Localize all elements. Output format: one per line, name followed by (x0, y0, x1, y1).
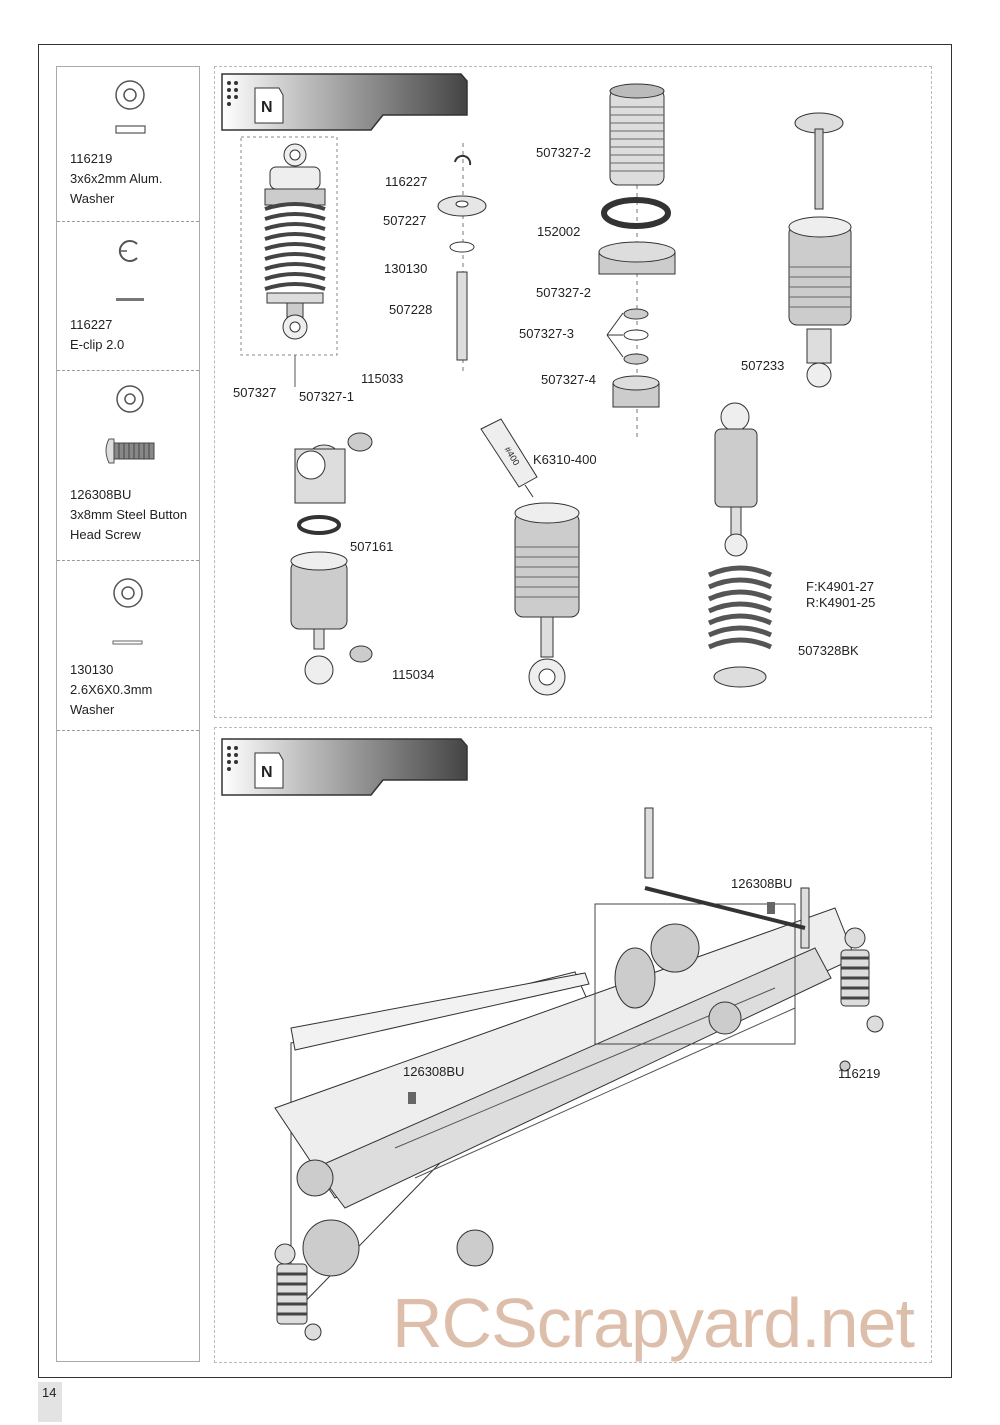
part-label: 507227 (383, 213, 427, 228)
page-number: 14 (38, 1382, 62, 1422)
part-cell-126308BU: 126308BU 3x8mm Steel Button Head Screw (57, 371, 199, 561)
part-number: 130130 (70, 662, 114, 677)
part-label: 507327-2 (536, 145, 591, 160)
page-frame (38, 44, 952, 1378)
part-label: 507327 (233, 385, 277, 400)
part-label: K6310-400 (533, 452, 597, 467)
part-number: 116219 (70, 151, 113, 166)
part-cell-130130: 130130 2.6X6X0.3mm Washer (57, 561, 199, 731)
part-desc: Washer (70, 191, 115, 206)
part-label: 130130 (384, 261, 428, 276)
chassis-drawing (274, 807, 884, 1341)
washer-icon (112, 578, 143, 645)
part-cell-116219: 116219 3x6x2mm Alum. Washer (57, 67, 199, 222)
part-desc: 3x8mm Steel Button (70, 507, 188, 522)
part-label: 116219 (838, 1066, 881, 1081)
shock-assembly-panel: N (214, 66, 932, 718)
screw-icon (105, 385, 155, 464)
part-desc: Head Screw (70, 527, 141, 542)
part-label: 115033 (361, 371, 404, 386)
watermark: RCScrapyard.net (392, 1284, 915, 1362)
part-label: 126308BU (731, 876, 793, 891)
part-label: 507328BK (798, 643, 859, 658)
washer-icon (115, 80, 146, 134)
part-label: 507327-3 (519, 326, 574, 341)
part-cell-116227: 116227 E-clip 2.0 (57, 222, 199, 371)
part-desc: Washer (70, 702, 115, 717)
part-label: 507233 (741, 358, 785, 373)
part-label: 152002 (537, 224, 581, 239)
step-header-banner (221, 73, 468, 131)
step-badge: N (261, 764, 273, 781)
part-label: 507228 (389, 302, 433, 317)
part-desc: 2.6X6X0.3mm (70, 682, 153, 697)
part-label: 507327-1 (299, 389, 354, 404)
chassis-install-panel: N 126308BU 126308BU 116219 (214, 727, 932, 1363)
part-label: 507161 (350, 539, 394, 554)
part-label: F:K4901-27 (806, 579, 874, 594)
step-badge: N (261, 99, 273, 116)
part-label: 116227 (385, 174, 428, 189)
part-label: 507327-2 (536, 285, 591, 300)
part-label: 507327-4 (541, 372, 596, 387)
part-desc: E-clip 2.0 (70, 337, 125, 352)
part-number: 116227 (70, 317, 113, 332)
parts-list: 116219 3x6x2mm Alum. Washer 116227 E-cli… (56, 66, 200, 1362)
step-header-banner (221, 738, 468, 796)
part-desc: 3x6x2mm Alum. (70, 171, 163, 186)
part-number: 126308BU (70, 487, 132, 502)
e-clip-icon (116, 240, 144, 301)
part-label: R:K4901-25 (806, 595, 876, 610)
part-label: 115034 (392, 667, 435, 682)
shock-exploded-drawing (240, 83, 852, 696)
part-label: 126308BU (403, 1064, 465, 1079)
